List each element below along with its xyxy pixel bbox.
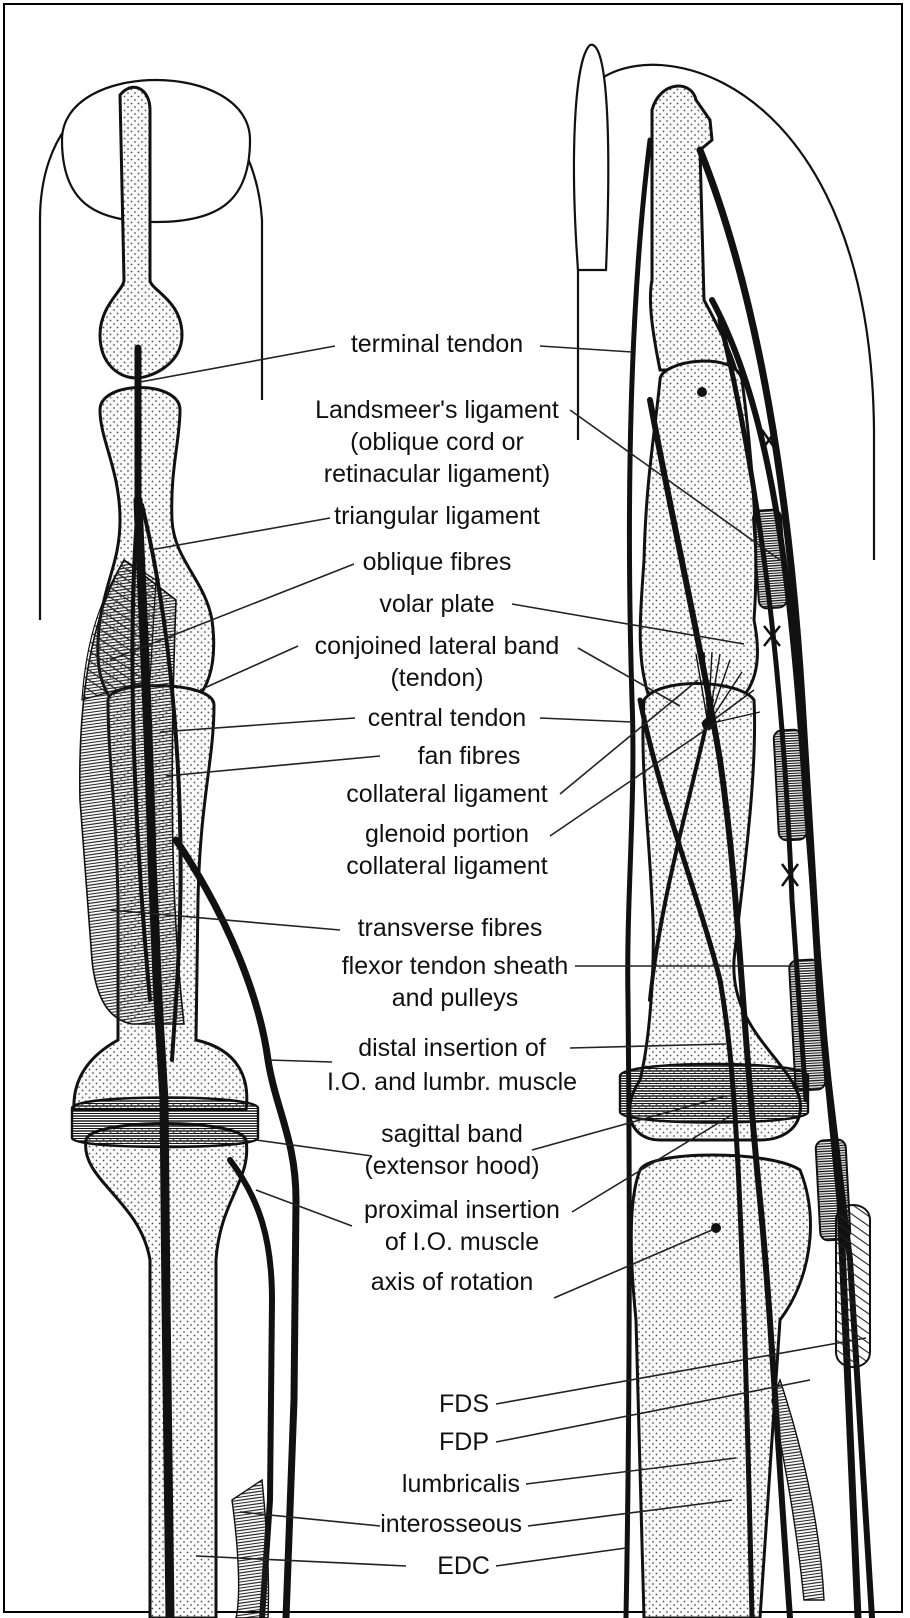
- label-fdp: FDP: [439, 1428, 489, 1456]
- label-axis-of-rotation: axis of rotation: [371, 1268, 534, 1296]
- label-sagittal-band: sagittal band: [381, 1120, 523, 1148]
- left-finger-dorsal-view: [40, 80, 296, 1618]
- label-landsmeers-ligament: Landsmeer's ligament: [315, 396, 559, 424]
- label-landsmeers-ligament-2: (oblique cord or: [350, 428, 524, 456]
- label-sagittal-band-2: (extensor hood): [364, 1152, 539, 1180]
- label-triangular-ligament: triangular ligament: [334, 502, 540, 530]
- label-transverse-fibres: transverse fibres: [358, 914, 543, 942]
- label-central-tendon: central tendon: [368, 704, 526, 732]
- label-edc: EDC: [437, 1552, 490, 1580]
- label-lumbricalis: lumbricalis: [402, 1470, 520, 1498]
- right-sagittal-band: [620, 1064, 808, 1123]
- label-fds: FDS: [439, 1390, 489, 1418]
- label-volar-plate: volar plate: [379, 590, 494, 618]
- label-proximal-insertion: proximal insertion: [364, 1196, 560, 1224]
- label-proximal-insertion-2: of I.O. muscle: [385, 1228, 539, 1256]
- label-collateral-ligament: collateral ligament: [346, 780, 548, 808]
- label-fan-fibres: fan fibres: [418, 742, 521, 770]
- label-glenoid-portion-2: collateral ligament: [346, 852, 548, 880]
- label-conjoined-lateral-band: conjoined lateral band: [315, 632, 560, 660]
- label-landsmeers-ligament-3: retinacular ligament): [324, 460, 551, 488]
- label-terminal-tendon: terminal tendon: [351, 330, 523, 358]
- left-interosseous-muscle: [232, 1480, 269, 1618]
- label-flexor-tendon-sheath-2: and pulleys: [392, 984, 518, 1012]
- left-fingernail: [62, 80, 250, 222]
- right-axis-dot: [711, 1223, 721, 1233]
- label-distal-insertion: distal insertion of: [358, 1034, 546, 1062]
- label-interosseous: interosseous: [380, 1510, 522, 1538]
- label-distal-insertion-2: I.O. and lumbr. muscle: [327, 1068, 577, 1096]
- label-oblique-fibres: oblique fibres: [363, 548, 512, 576]
- label-flexor-tendon-sheath: flexor tendon sheath: [342, 952, 569, 980]
- label-conjoined-lateral-band-2: (tendon): [390, 664, 483, 692]
- label-group: terminal tendon Landsmeer's ligament (ob…: [315, 330, 577, 1580]
- right-dip-axis-dot: [697, 387, 707, 397]
- label-glenoid-portion: glenoid portion: [365, 820, 529, 848]
- right-fingernail: [574, 45, 608, 270]
